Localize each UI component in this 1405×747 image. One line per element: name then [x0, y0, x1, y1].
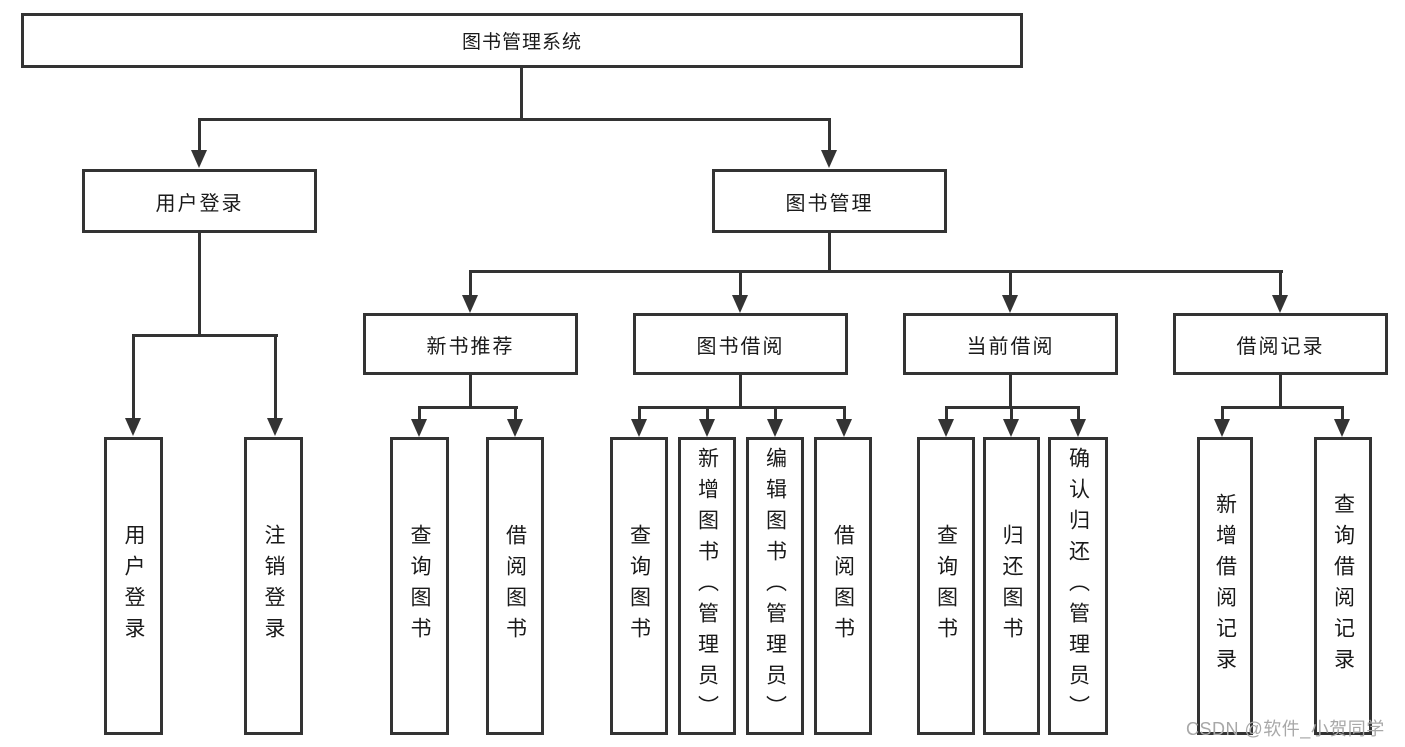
connector-line: [945, 406, 948, 420]
connector-line: [739, 375, 742, 409]
connector-line: [198, 118, 831, 121]
connector-line: [1279, 375, 1282, 409]
connector-line: [1010, 406, 1013, 420]
leaf-edit-book-admin: 编辑图书（管理员）: [746, 437, 804, 735]
leaf-query-books-recommend: 查询图书: [390, 437, 449, 735]
connector-line: [1341, 406, 1344, 420]
connector-line: [469, 270, 472, 298]
leaf-query-borrow-record: 查询借阅记录: [1314, 437, 1372, 735]
arrowhead-icon: [1070, 419, 1086, 437]
connector-line: [828, 233, 831, 273]
leaf-return-book: 归还图书: [983, 437, 1040, 735]
connector-line: [274, 334, 277, 420]
connector-line: [638, 406, 846, 409]
connector-line: [843, 406, 846, 420]
arrowhead-icon: [836, 419, 852, 437]
connector-line: [198, 118, 201, 152]
leaf-borrow-books-borrowing: 借阅图书: [814, 437, 872, 735]
node-current-borrowing: 当前借阅: [903, 313, 1118, 375]
arrowhead-icon: [631, 419, 647, 437]
leaf-query-books-borrowing: 查询图书: [610, 437, 668, 735]
connector-line: [514, 406, 517, 420]
arrowhead-icon: [1002, 295, 1018, 313]
connector-line: [132, 334, 278, 337]
connector-line: [132, 334, 135, 420]
node-book-borrowing: 图书借阅: [633, 313, 848, 375]
connector-line: [198, 233, 201, 337]
connector-line: [1221, 406, 1224, 420]
arrowhead-icon: [462, 295, 478, 313]
connector-line: [1009, 270, 1012, 298]
arrowhead-icon: [767, 419, 783, 437]
leaf-user-login: 用户登录: [104, 437, 163, 735]
connector-line: [1221, 406, 1344, 409]
connector-line: [1009, 375, 1012, 409]
connector-line: [828, 118, 831, 152]
arrowhead-icon: [125, 418, 141, 436]
node-book-management: 图书管理: [712, 169, 947, 233]
connector-line: [469, 375, 472, 409]
connector-line: [1077, 406, 1080, 420]
arrowhead-icon: [1003, 419, 1019, 437]
arrowhead-icon: [191, 150, 207, 168]
node-user-login: 用户登录: [82, 169, 317, 233]
connector-line: [638, 406, 641, 420]
csdn-watermark: CSDN @软件_小贺同学: [1186, 719, 1385, 739]
node-borrowing-records: 借阅记录: [1173, 313, 1388, 375]
arrowhead-icon: [732, 295, 748, 313]
connector-line: [418, 406, 518, 409]
arrowhead-icon: [821, 150, 837, 168]
arrowhead-icon: [1214, 419, 1230, 437]
arrowhead-icon: [699, 419, 715, 437]
connector-line: [739, 270, 742, 298]
connector-line: [1279, 270, 1282, 298]
leaf-add-borrow-record: 新增借阅记录: [1197, 437, 1253, 735]
arrowhead-icon: [1334, 419, 1350, 437]
arrowhead-icon: [1272, 295, 1288, 313]
leaf-confirm-return-admin: 确认归还（管理员）: [1048, 437, 1108, 735]
node-library-management-system: 图书管理系统: [21, 13, 1023, 68]
arrowhead-icon: [267, 418, 283, 436]
leaf-add-book-admin: 新增图书（管理员）: [678, 437, 736, 735]
leaf-borrow-books-recommend: 借阅图书: [486, 437, 544, 735]
arrowhead-icon: [938, 419, 954, 437]
connector-line: [706, 406, 709, 420]
connector-line: [774, 406, 777, 420]
connector-line: [520, 68, 523, 121]
leaf-query-books-current: 查询图书: [917, 437, 975, 735]
arrowhead-icon: [411, 419, 427, 437]
connector-line: [469, 270, 1283, 273]
connector-line: [418, 406, 421, 420]
node-new-book-recommend: 新书推荐: [363, 313, 578, 375]
leaf-logout-login: 注销登录: [244, 437, 303, 735]
arrowhead-icon: [507, 419, 523, 437]
